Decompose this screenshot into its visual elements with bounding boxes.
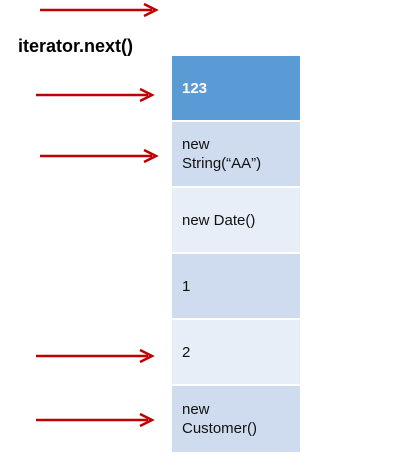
pointer-arrow-string <box>40 148 162 164</box>
element-label: 123 <box>182 79 208 97</box>
element-cell-customer: new Customer() <box>172 386 300 452</box>
pointer-arrow-customer <box>36 412 158 428</box>
element-cell-1: 1 <box>172 254 300 320</box>
element-cell-123: 123 <box>172 56 300 122</box>
element-label: new Date() <box>182 211 256 229</box>
pointer-arrow-2 <box>36 348 158 364</box>
element-label: 2 <box>182 343 191 361</box>
element-cell-date: new Date() <box>172 188 300 254</box>
element-label: new Customer() <box>182 401 258 437</box>
element-label: 1 <box>182 277 191 295</box>
method-call-label: iterator.next() <box>18 36 134 56</box>
element-label: new String(“AA”) <box>182 136 262 172</box>
element-cell-2: 2 <box>172 320 300 386</box>
element-cell-string: new String(“AA”) <box>172 122 300 188</box>
pointer-arrow-123 <box>36 87 158 103</box>
pointer-arrow-start <box>40 2 162 18</box>
